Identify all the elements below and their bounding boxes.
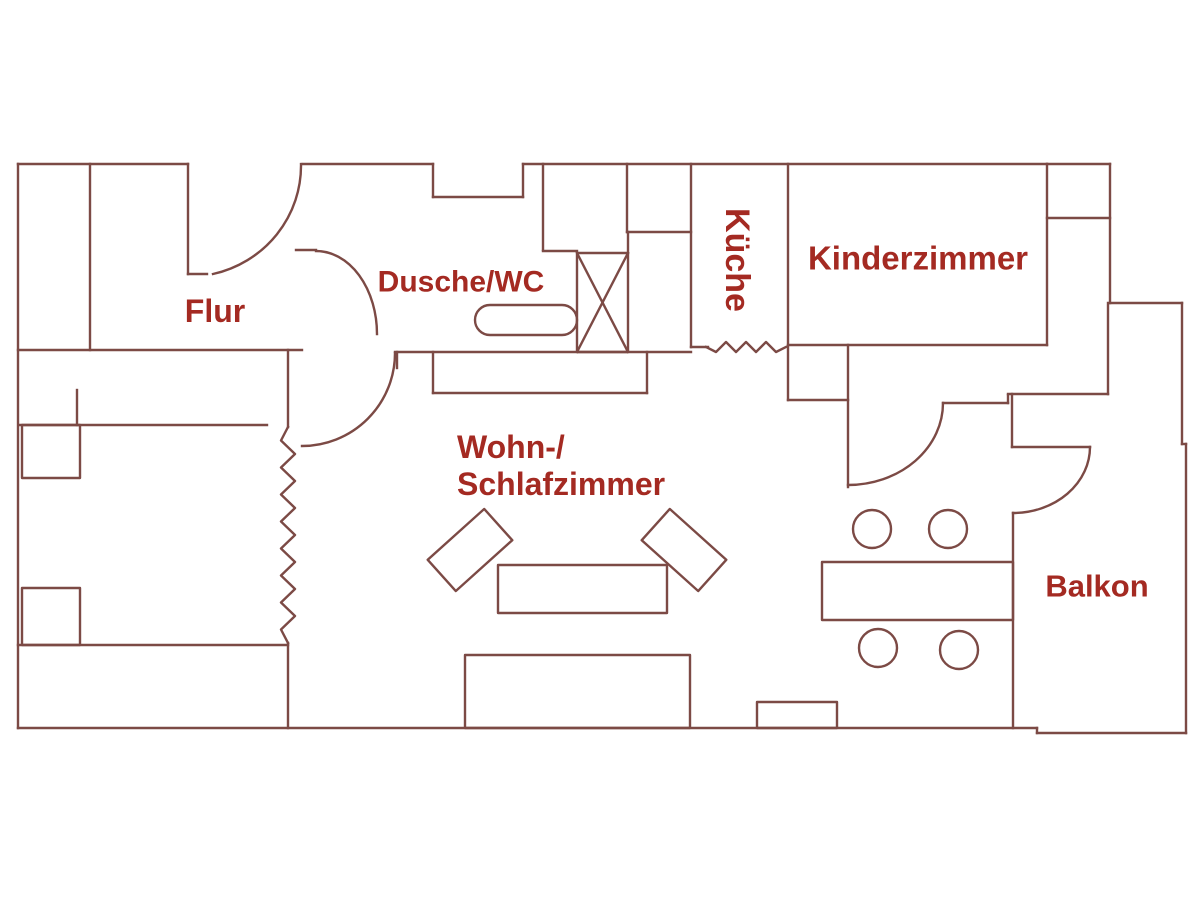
left-niche-lower xyxy=(20,586,82,647)
coffee-table xyxy=(496,563,669,615)
shaft-diagonal-2 xyxy=(575,251,630,354)
room-label-dusche-wc: Dusche/WC xyxy=(378,266,545,299)
armchair-left xyxy=(426,507,514,593)
dining-chair-4 xyxy=(938,629,980,671)
shaft-box xyxy=(575,251,630,354)
dining-chair-2 xyxy=(927,508,969,550)
left-niche-upper xyxy=(20,423,82,480)
balkon-door-arc xyxy=(1011,445,1092,515)
dining-chair-3 xyxy=(857,627,899,669)
bed xyxy=(463,653,692,730)
entry-door-arc xyxy=(211,162,303,276)
wall-break-left xyxy=(279,425,297,645)
wall-break-kueche xyxy=(704,340,788,354)
room-label-wohn-line1: Wohn-/ xyxy=(457,429,565,465)
chest xyxy=(755,700,839,730)
room-label-wohn-line2: Schlafzimmer xyxy=(457,466,665,502)
dining-chair-1 xyxy=(851,508,893,550)
wohnzimmer-door-arc xyxy=(300,351,397,448)
room-label-kinderzimmer: Kinderzimmer xyxy=(808,240,1028,277)
room-label-flur: Flur xyxy=(185,293,245,329)
armchair-right xyxy=(640,507,728,593)
dining-table xyxy=(820,560,1015,622)
room-label-balkon: Balkon xyxy=(1045,569,1148,604)
dusche-door-arc xyxy=(314,249,379,336)
shower-symbol xyxy=(473,303,579,337)
hall-door-arc xyxy=(846,401,945,487)
room-label-kueche: Küche xyxy=(718,208,756,312)
